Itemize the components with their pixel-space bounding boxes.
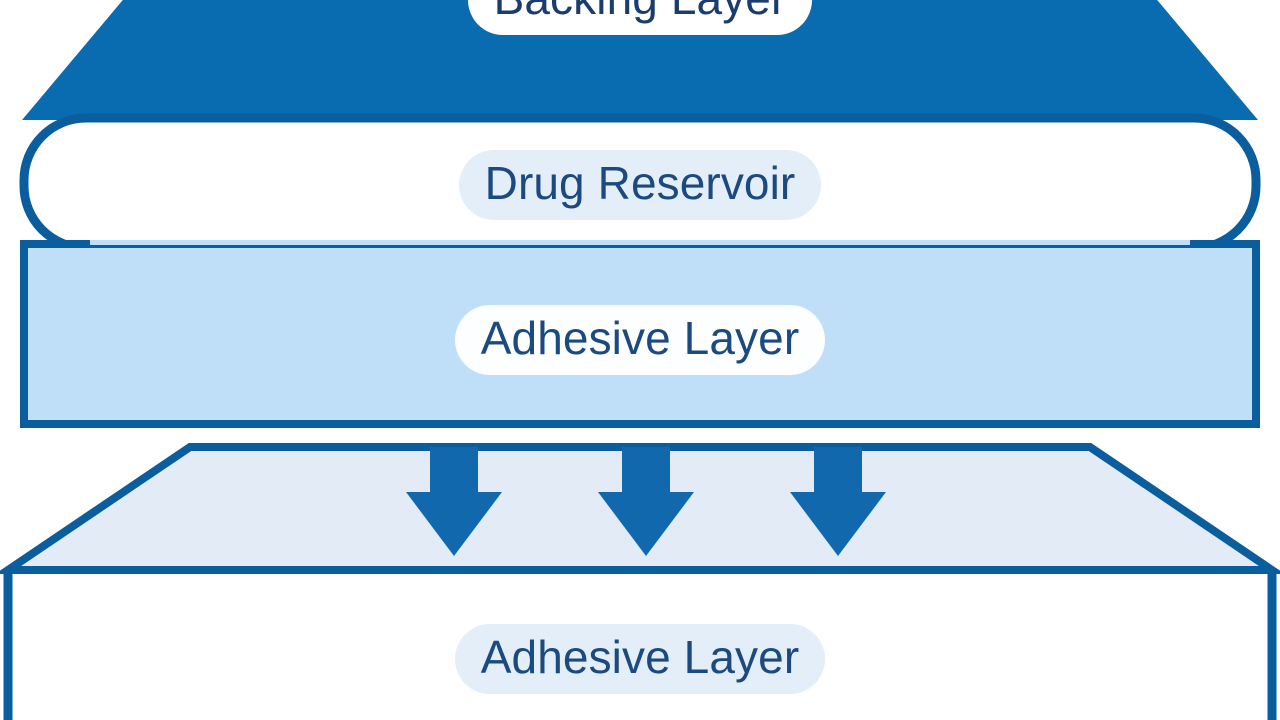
backing-layer-label-text: Backing Layer bbox=[467, 0, 813, 35]
adhesive-bottom-shape[interactable] bbox=[3, 568, 1277, 720]
release-arrow-3[interactable] bbox=[790, 447, 886, 556]
reservoir-adhesive-seam bbox=[90, 240, 1190, 245]
backing-layer-shape[interactable] bbox=[22, 0, 1258, 120]
drug-reservoir-label: Drug Reservoir bbox=[0, 148, 1280, 222]
adhesive-bottom-label: Adhesive Layer bbox=[0, 622, 1280, 696]
backing-layer-label: Backing Layer bbox=[0, 0, 1280, 36]
adhesive-middle-label: Adhesive Layer bbox=[0, 303, 1280, 377]
drug-release-arrows bbox=[406, 447, 886, 556]
drug-reservoir-label-text: Drug Reservoir bbox=[458, 150, 822, 220]
adhesive-bottom-label-text: Adhesive Layer bbox=[454, 624, 826, 694]
adhesive-middle-label-text: Adhesive Layer bbox=[454, 305, 826, 375]
release-arrow-2[interactable] bbox=[598, 447, 694, 556]
release-arrow-1[interactable] bbox=[406, 447, 502, 556]
